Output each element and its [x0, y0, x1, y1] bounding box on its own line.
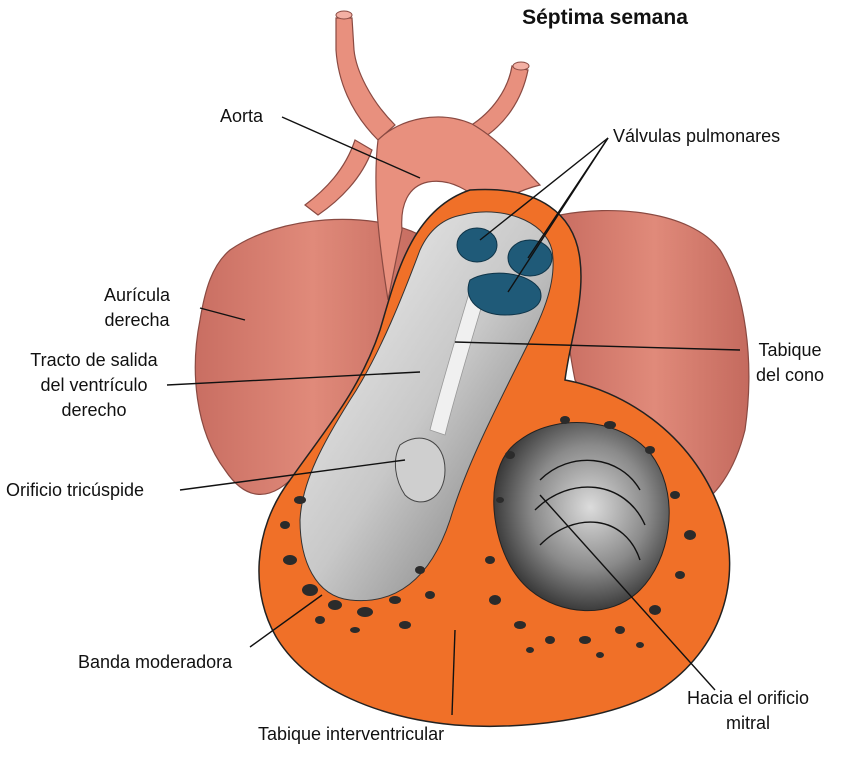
label-tracto-line1: Tracto de salida	[14, 348, 174, 373]
label-auricula-derecha: Aurícula derecha	[82, 283, 192, 333]
tricuspid-fold	[395, 438, 445, 502]
label-tabique-interventricular: Tabique interventricular	[258, 722, 444, 747]
label-valvulas-pulmonares: Válvulas pulmonares	[613, 124, 780, 149]
label-cono-line1: Tabique	[740, 338, 840, 363]
label-aorta: Aorta	[220, 104, 263, 129]
label-hacia-mitral: Hacia el orificio mitral	[668, 686, 828, 736]
label-auricula-line2: derecha	[82, 308, 192, 333]
label-mitral-line2: mitral	[668, 711, 828, 736]
label-banda-moderadora: Banda moderadora	[78, 650, 232, 675]
pulmonary-valve-1	[457, 228, 497, 262]
label-tabique-cono: Tabique del cono	[740, 338, 840, 388]
label-mitral-line1: Hacia el orificio	[668, 686, 828, 711]
label-auricula-line1: Aurícula	[82, 283, 192, 308]
aorta-branch-low	[305, 140, 372, 215]
aorta-branch-left	[336, 18, 395, 140]
label-tracto-salida: Tracto de salida del ventrículo derecho	[14, 348, 174, 423]
label-cono-line2: del cono	[740, 363, 840, 388]
label-orificio-tricuspide: Orificio tricúspide	[6, 478, 144, 503]
label-tracto-line3: derecho	[14, 398, 174, 423]
diagram-title: Séptima semana	[470, 6, 740, 30]
label-tracto-line2: del ventrículo	[14, 373, 174, 398]
